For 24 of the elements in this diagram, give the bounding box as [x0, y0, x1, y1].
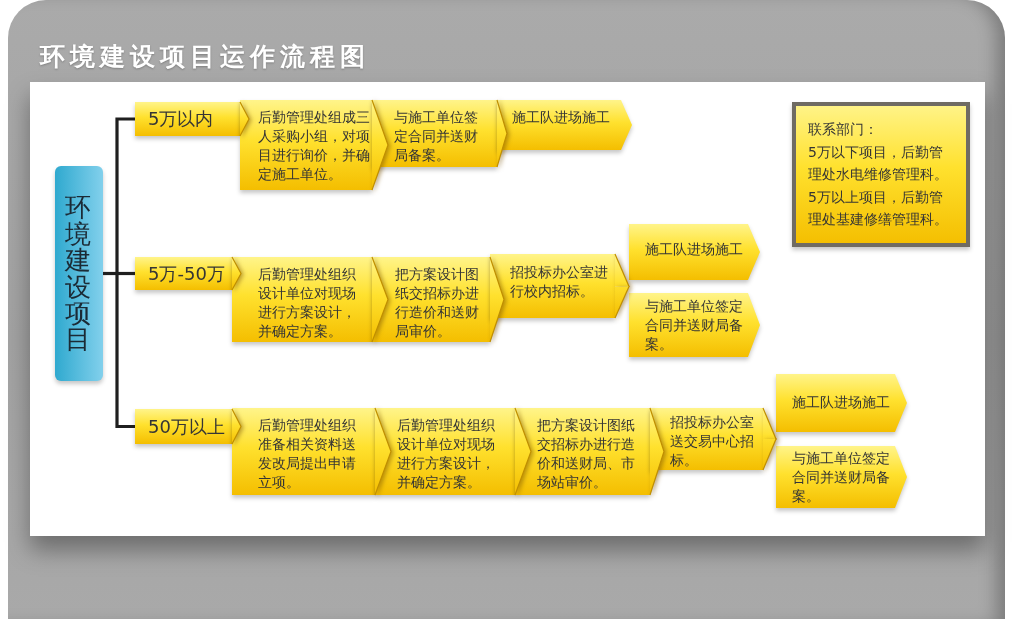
chevron-tip [614, 285, 630, 319]
chevron-tip [649, 407, 665, 496]
chevron-tip [231, 408, 242, 445]
chevron-tip [514, 407, 532, 496]
topic-box: 环境建设项目 [55, 166, 103, 381]
arrow-box: 施工队进场施工 [776, 374, 907, 432]
chevron-tip [496, 99, 508, 168]
note-text: 5万以下项目，后勤管理处水电维修管理科。 [808, 142, 949, 184]
note-box [792, 102, 970, 247]
chevron-tip [489, 256, 505, 343]
title: 环境建设项目运作流程图 [40, 42, 370, 72]
chevron-tip [371, 99, 389, 191]
chevron-tip [371, 256, 389, 343]
chevron-tip [231, 256, 242, 291]
arrow-box: 与施工单位签定合同并送财局备案。 [629, 293, 760, 357]
note-heading: 联系部门： [808, 120, 878, 139]
chevron-tip [374, 407, 392, 496]
chevron-tip [762, 407, 777, 440]
arrow-box: 施工队进场施工 [629, 224, 760, 280]
chevron-tip [239, 101, 250, 137]
chevron-tip [762, 438, 777, 471]
chevron-tip [614, 253, 630, 288]
note-text: 5万以上项目，后勤管理处基建修缮管理科。 [808, 187, 949, 229]
arrow-box: 与施工单位签定合同并送财局备案。 [776, 446, 907, 508]
